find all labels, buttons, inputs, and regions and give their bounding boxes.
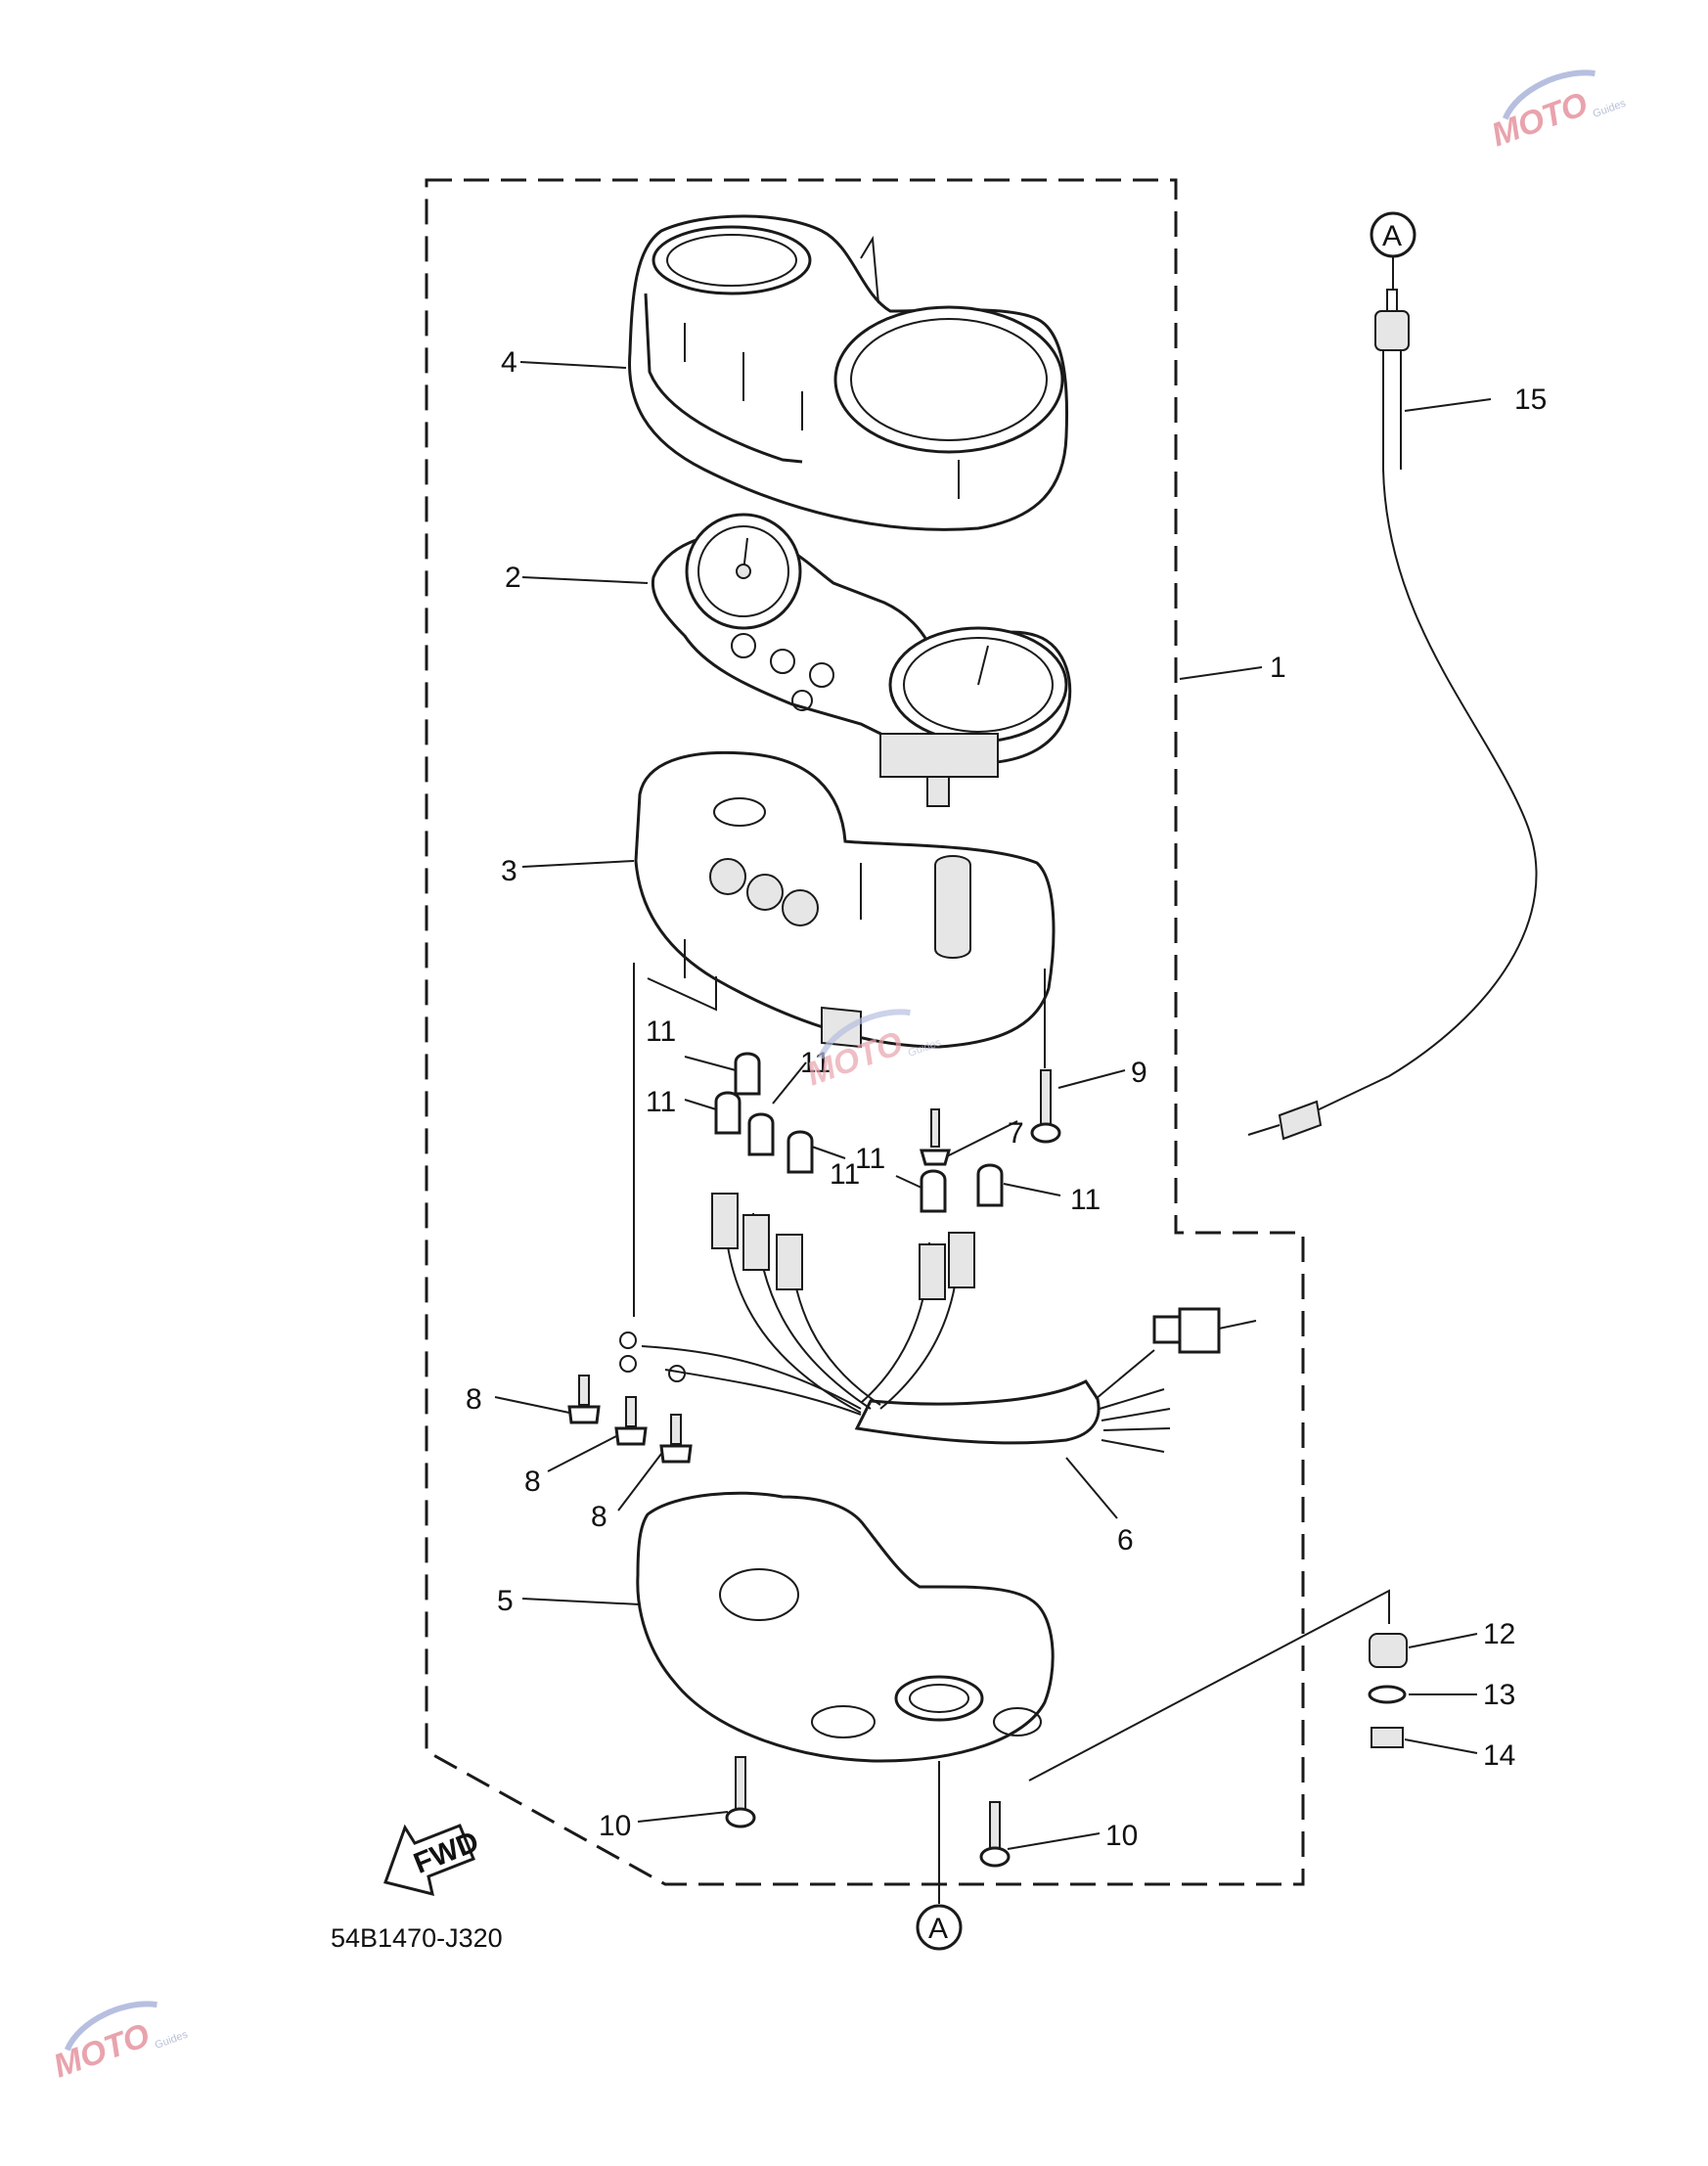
label-part-11-f: 11 <box>1070 1184 1101 1216</box>
label-part-3: 3 <box>501 855 517 887</box>
label-part-10-a: 10 <box>599 1810 631 1842</box>
lower-case <box>636 1491 1055 1763</box>
fwd-arrow-icon: FWD <box>383 1824 483 1897</box>
label-part-7: 7 <box>1008 1117 1024 1150</box>
label-part-11-a: 11 <box>646 1015 676 1048</box>
label-part-8-a: 8 <box>466 1383 482 1416</box>
svg-text:MOTO: MOTO <box>1487 85 1593 154</box>
svg-text:A: A <box>1382 220 1402 252</box>
svg-text:Guides: Guides <box>154 2029 190 2052</box>
mount-hardware <box>1368 1633 1408 1748</box>
label-part-11-c: 11 <box>646 1086 676 1118</box>
label-part-12: 12 <box>1483 1618 1515 1650</box>
label-part-15: 15 <box>1514 384 1547 416</box>
label-part-6: 6 <box>1117 1524 1134 1557</box>
svg-text:A: A <box>928 1913 948 1945</box>
part-code: 54B1470-J320 <box>331 1923 503 1953</box>
label-part-8-b: 8 <box>524 1466 541 1498</box>
wire-harness <box>619 1193 1257 1453</box>
label-part-11-d: 11 <box>855 1143 885 1175</box>
meter-cover <box>628 214 1069 531</box>
assembly-boundary <box>425 178 1305 1886</box>
dial-face <box>651 513 1072 807</box>
watermark-logo-bottom: MOTO Guides <box>49 2001 190 2086</box>
label-part-5: 5 <box>497 1585 514 1617</box>
ref-marker-top: A <box>1370 211 1416 258</box>
label-part-11-e: 11 <box>830 1158 860 1191</box>
ref-marker-bottom: A <box>916 1904 963 1951</box>
label-part-8-c: 8 <box>591 1501 607 1533</box>
watermark-logo-top: MOTO Guides <box>1487 69 1628 155</box>
harness-sockets <box>711 1193 975 1300</box>
indicator-bulbs <box>714 1052 1004 1213</box>
leader-lines <box>494 256 1492 1904</box>
meter-housing <box>634 750 1056 1049</box>
label-part-14: 14 <box>1483 1739 1515 1772</box>
label-part-13: 13 <box>1483 1679 1515 1711</box>
label-part-9: 9 <box>1131 1057 1147 1089</box>
screws <box>567 1069 1061 1868</box>
svg-text:Guides: Guides <box>1592 98 1628 120</box>
svg-text:MOTO: MOTO <box>49 2016 155 2085</box>
speedometer-cable <box>1247 289 1538 1141</box>
label-part-2: 2 <box>505 562 521 594</box>
label-part-1: 1 <box>1270 652 1286 684</box>
label-part-10-b: 10 <box>1105 1820 1138 1852</box>
label-part-4: 4 <box>501 346 517 379</box>
